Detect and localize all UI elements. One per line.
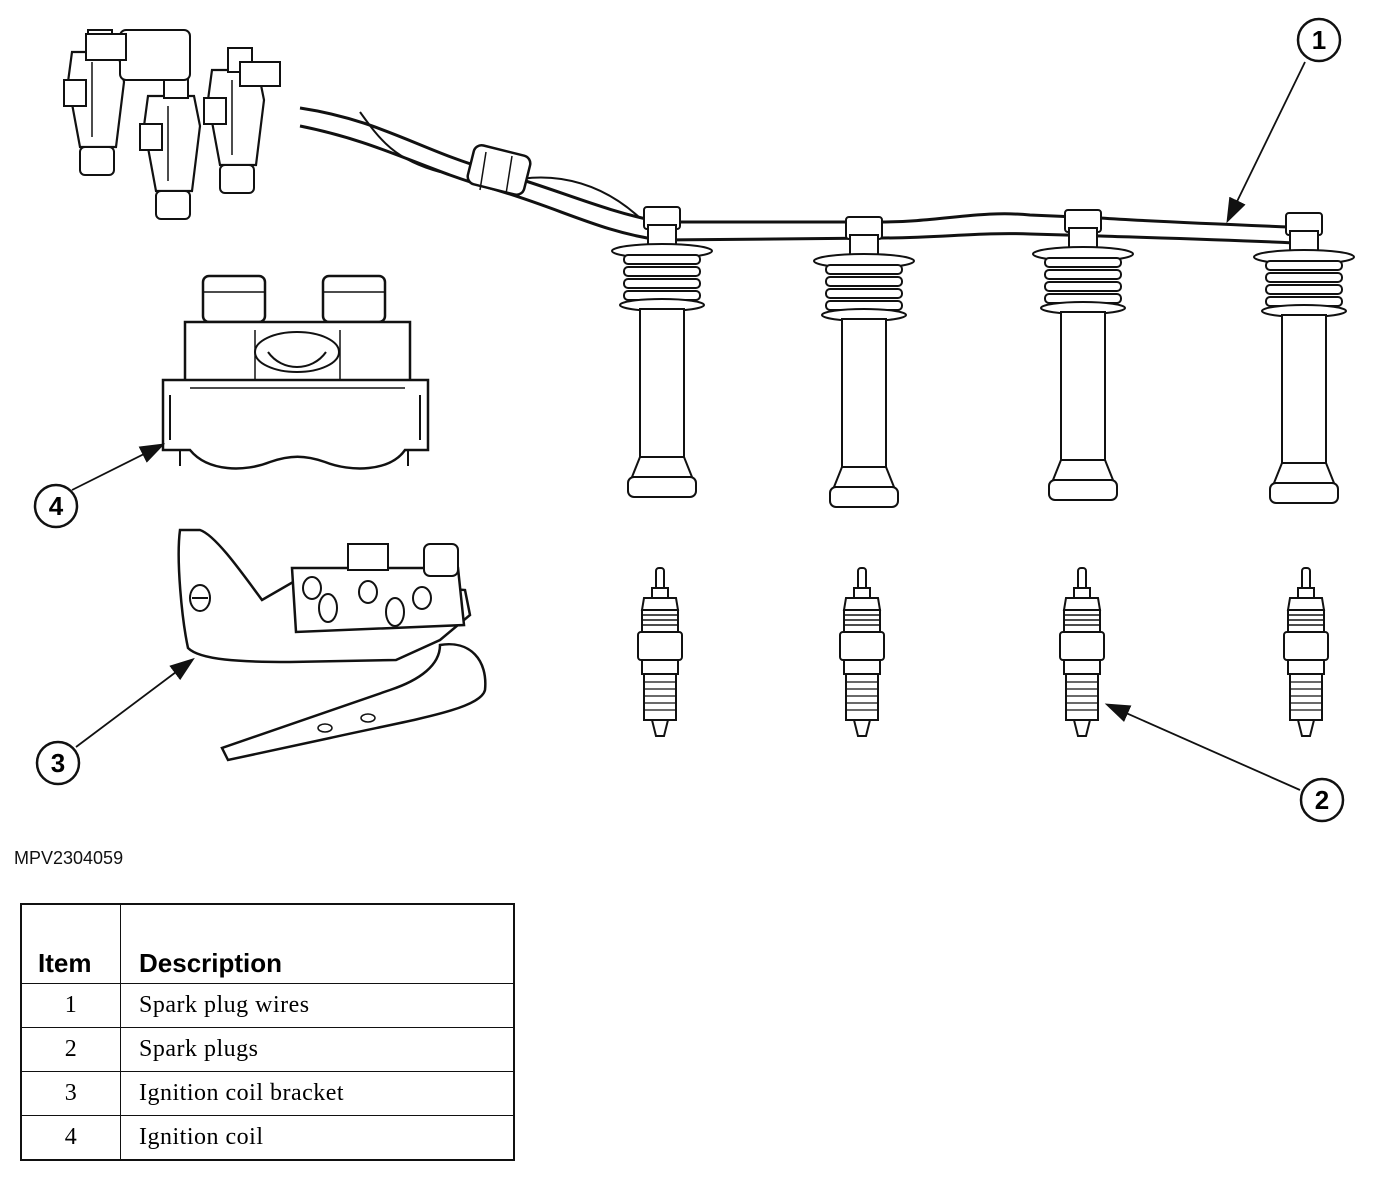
ignition-coil-bracket: [177, 528, 487, 762]
table-row: 2 Spark plugs: [20, 1027, 515, 1072]
item-description: Spark plug wires: [120, 983, 515, 1028]
svg-text:2: 2: [1315, 785, 1329, 815]
table-row: 4 Ignition coil: [20, 1115, 515, 1161]
item-header: Item: [20, 903, 121, 984]
callout-1: 1: [1296, 17, 1342, 63]
figure-id: MPV2304059: [14, 848, 124, 868]
callout-2: 2: [1299, 777, 1345, 823]
item-description: Ignition coil: [120, 1115, 515, 1161]
legend-header-row: Item Description: [20, 903, 515, 984]
item-number: 4: [20, 1115, 121, 1161]
table-row: 1 Spark plug wires: [20, 983, 515, 1028]
callout-3: 3: [35, 740, 81, 786]
spark-plugs: [637, 567, 1329, 737]
ignition-coil: [161, 274, 430, 470]
callout-4: 4: [33, 483, 79, 529]
svg-text:3: 3: [51, 748, 65, 778]
svg-text:4: 4: [49, 491, 64, 521]
item-number: 2: [20, 1027, 121, 1072]
item-description: Spark plugs: [120, 1027, 515, 1072]
table-row: 3 Ignition coil bracket: [20, 1071, 515, 1116]
legend-table: Item Description 1 Spark plug wires 2 Sp…: [20, 903, 515, 1161]
svg-text:1: 1: [1312, 25, 1326, 55]
item-description: Ignition coil bracket: [120, 1071, 515, 1116]
leader-lines: [71, 61, 1306, 791]
item-number: 1: [20, 983, 121, 1028]
item-number: 3: [20, 1071, 121, 1116]
spark-plug-boots: [611, 206, 1355, 508]
spark-plug-wires: [62, 28, 1316, 246]
ignition-system-illustration: 1 2 3 4: [33, 17, 1355, 823]
description-header: Description: [120, 903, 515, 984]
